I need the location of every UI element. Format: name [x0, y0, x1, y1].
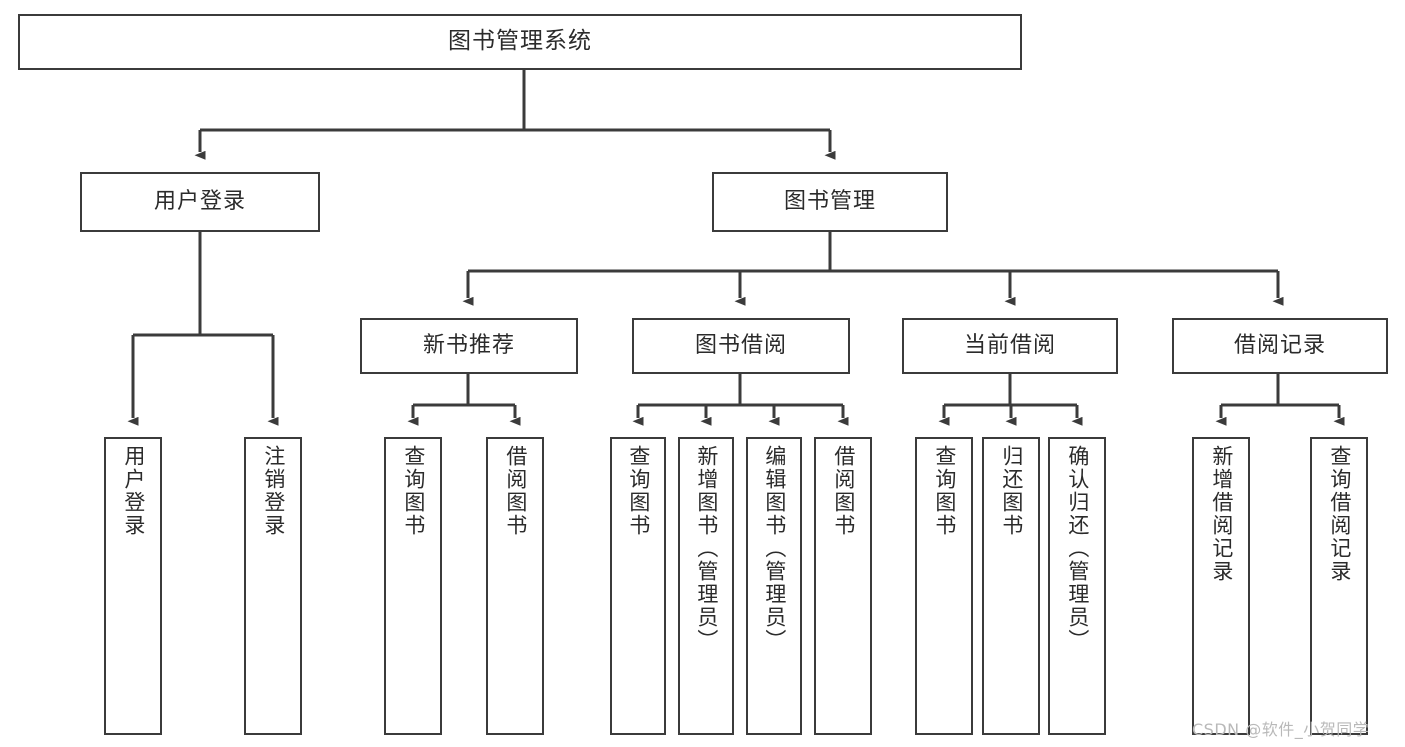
- node-book-manage[interactable]: 图书管理: [712, 172, 948, 232]
- node-leaf-user-login[interactable]: 用户登录: [104, 437, 162, 735]
- node-leaf-query-book-2-label: 查询图书: [626, 445, 651, 537]
- node-current-borrow-label: 当前借阅: [963, 332, 1056, 358]
- node-leaf-edit-book-label: 编辑图书（管理员）: [762, 445, 787, 652]
- node-leaf-user-login-label: 用户登录: [121, 445, 146, 537]
- node-leaf-confirm-return[interactable]: 确认归还（管理员）: [1048, 437, 1106, 735]
- node-book-borrow[interactable]: 图书借阅: [632, 318, 850, 374]
- node-user-login-label: 用户登录: [153, 188, 246, 214]
- node-leaf-query-borrow-record-label: 查询借阅记录: [1327, 445, 1352, 583]
- node-leaf-borrow-book-1[interactable]: 借阅图书: [486, 437, 544, 735]
- node-leaf-borrow-book-2-label: 借阅图书: [831, 445, 856, 537]
- node-leaf-query-borrow-record[interactable]: 查询借阅记录: [1310, 437, 1368, 735]
- node-root-system[interactable]: 图书管理系统: [18, 14, 1022, 70]
- node-leaf-add-book-label: 新增图书（管理员）: [694, 445, 719, 652]
- node-current-borrow[interactable]: 当前借阅: [902, 318, 1118, 374]
- node-leaf-add-book[interactable]: 新增图书（管理员）: [678, 437, 734, 735]
- node-leaf-borrow-book-2[interactable]: 借阅图书: [814, 437, 872, 735]
- node-leaf-query-book-1-label: 查询图书: [401, 445, 426, 537]
- node-leaf-edit-book[interactable]: 编辑图书（管理员）: [746, 437, 802, 735]
- node-leaf-confirm-return-label: 确认归还（管理员）: [1065, 445, 1090, 652]
- node-borrow-record[interactable]: 借阅记录: [1172, 318, 1388, 374]
- node-book-borrow-label: 图书借阅: [694, 332, 787, 358]
- node-new-book-recommend[interactable]: 新书推荐: [360, 318, 578, 374]
- node-leaf-query-book-3[interactable]: 查询图书: [915, 437, 973, 735]
- node-leaf-logout-login[interactable]: 注销登录: [244, 437, 302, 735]
- node-leaf-return-book-label: 归还图书: [999, 445, 1024, 537]
- node-leaf-query-book-2[interactable]: 查询图书: [610, 437, 666, 735]
- node-borrow-record-label: 借阅记录: [1233, 332, 1326, 358]
- node-book-manage-label: 图书管理: [783, 188, 876, 214]
- node-user-login[interactable]: 用户登录: [80, 172, 320, 232]
- node-leaf-query-book-1[interactable]: 查询图书: [384, 437, 442, 735]
- node-leaf-return-book[interactable]: 归还图书: [982, 437, 1040, 735]
- node-leaf-query-book-3-label: 查询图书: [932, 445, 957, 537]
- node-new-book-recommend-label: 新书推荐: [422, 332, 515, 358]
- node-leaf-logout-login-label: 注销登录: [261, 445, 286, 537]
- watermark: CSDN @软件_小贺同学: [1192, 720, 1370, 739]
- node-leaf-add-borrow-record-label: 新增借阅记录: [1209, 445, 1234, 583]
- node-leaf-add-borrow-record[interactable]: 新增借阅记录: [1192, 437, 1250, 735]
- node-leaf-borrow-book-1-label: 借阅图书: [503, 445, 528, 537]
- node-root-label: 图书管理系统: [448, 28, 592, 55]
